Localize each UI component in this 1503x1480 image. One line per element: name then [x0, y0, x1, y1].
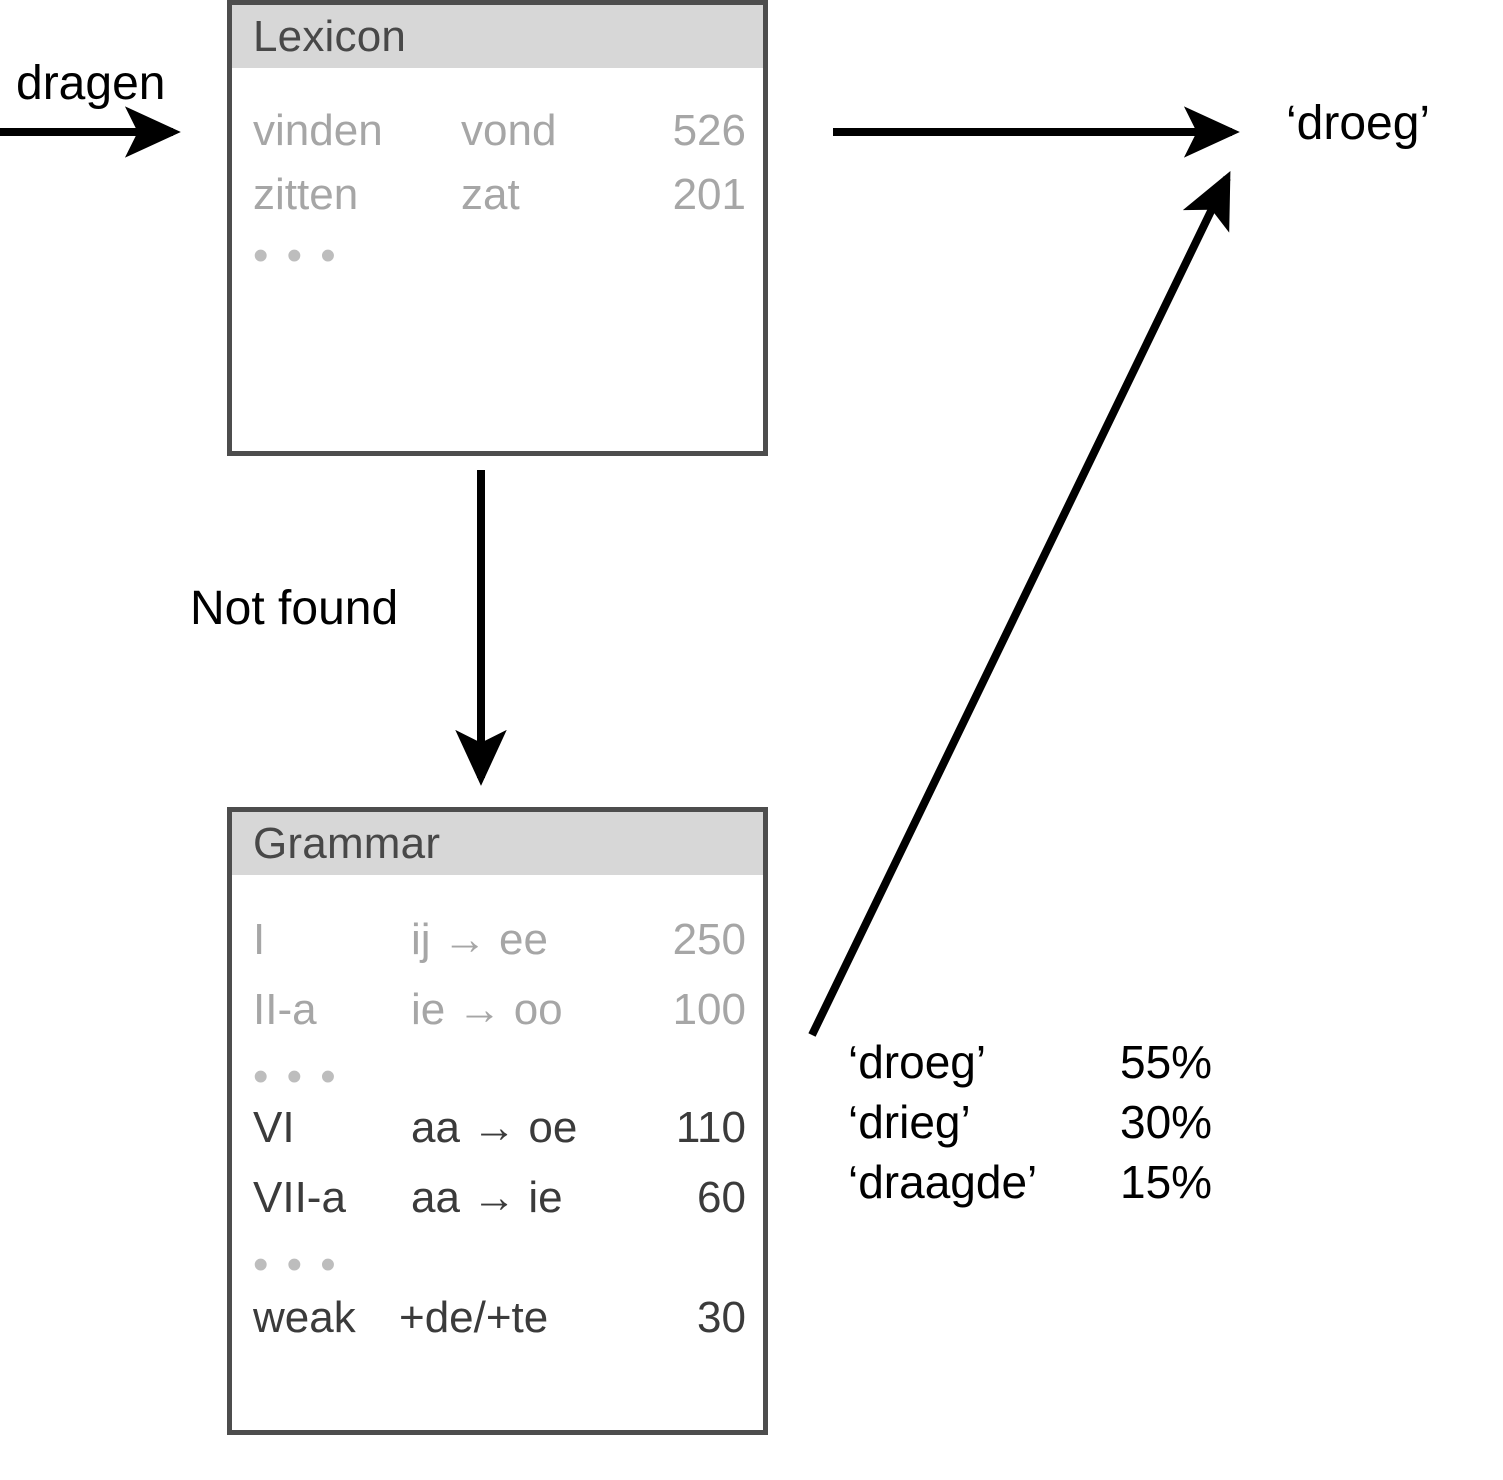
prediction-probability: 55% — [1120, 1036, 1213, 1088]
lexicon-ellipsis: • • • — [253, 231, 339, 280]
grammar-ellipsis: • • • — [253, 1240, 339, 1289]
grammar-to-output-arrow — [808, 170, 1231, 1037]
prediction-row: ‘droeg’ 55% — [848, 1032, 1268, 1092]
grammar-rule: aa → ie — [411, 1173, 563, 1222]
lexicon-row: zitten zat 201 — [232, 164, 763, 226]
grammar-frequency: 60 — [697, 1173, 746, 1222]
grammar-ellipsis: • • • — [253, 1052, 339, 1101]
not-found-label: Not found — [190, 582, 399, 635]
input-word-label: dragen — [16, 57, 166, 110]
grammar-frequency: 30 — [697, 1293, 746, 1342]
prediction-row: ‘draagde’ 15% — [848, 1152, 1268, 1212]
grammar-header: Grammar — [232, 812, 763, 875]
prediction-word: ‘drieg’ — [848, 1096, 971, 1148]
prediction-word: ‘draagde’ — [848, 1156, 1038, 1208]
grammar-frequency: 100 — [672, 985, 746, 1034]
prediction-row: ‘drieg’ 30% — [848, 1092, 1268, 1152]
prediction-probability: 15% — [1120, 1156, 1213, 1208]
grammar-row: VII-a aa → ie 60 — [232, 1167, 763, 1229]
grammar-rule: aa → oe — [411, 1103, 578, 1152]
prediction-probability: 30% — [1120, 1096, 1213, 1148]
lexicon-past-form: zat — [461, 170, 520, 219]
output-word-label: ‘droeg’ — [1286, 97, 1431, 150]
lexicon-title: Lexicon — [253, 11, 407, 61]
grammar-rule: +de/+te — [399, 1293, 549, 1342]
grammar-class-label: VII-a — [253, 1173, 346, 1222]
grammar-rule: ij → ee — [411, 915, 548, 964]
lexicon-infinitive: zitten — [253, 170, 359, 219]
grammar-rule: ie → oo — [411, 985, 563, 1034]
grammar-title: Grammar — [253, 818, 441, 868]
lexicon-infinitive: vinden — [253, 106, 383, 155]
grammar-frequency: 110 — [675, 1103, 746, 1152]
prediction-list: ‘droeg’ 55% ‘drieg’ 30% ‘draagde’ 15% — [848, 1032, 1268, 1212]
grammar-row: weak +de/+te 30 — [232, 1287, 763, 1349]
grammar-class-label: I — [253, 915, 266, 964]
grammar-class-label: weak — [253, 1293, 356, 1342]
lexicon-past-form: vond — [461, 106, 557, 155]
lexicon-panel: Lexicon vinden vond 526 zitten zat 201 • • • — [227, 0, 768, 456]
grammar-class-label: II-a — [253, 985, 317, 1034]
lexicon-row: vinden vond 526 — [232, 100, 763, 162]
prediction-word: ‘droeg’ — [848, 1036, 987, 1088]
grammar-row: VI aa → oe 110 — [232, 1097, 763, 1159]
grammar-row: II-a ie → oo 100 — [232, 979, 763, 1041]
lexicon-header: Lexicon — [232, 5, 763, 68]
grammar-frequency: 250 — [672, 915, 746, 964]
lexicon-frequency: 201 — [672, 170, 746, 219]
grammar-class-label: VI — [253, 1103, 295, 1152]
lexicon-frequency: 526 — [672, 106, 746, 155]
